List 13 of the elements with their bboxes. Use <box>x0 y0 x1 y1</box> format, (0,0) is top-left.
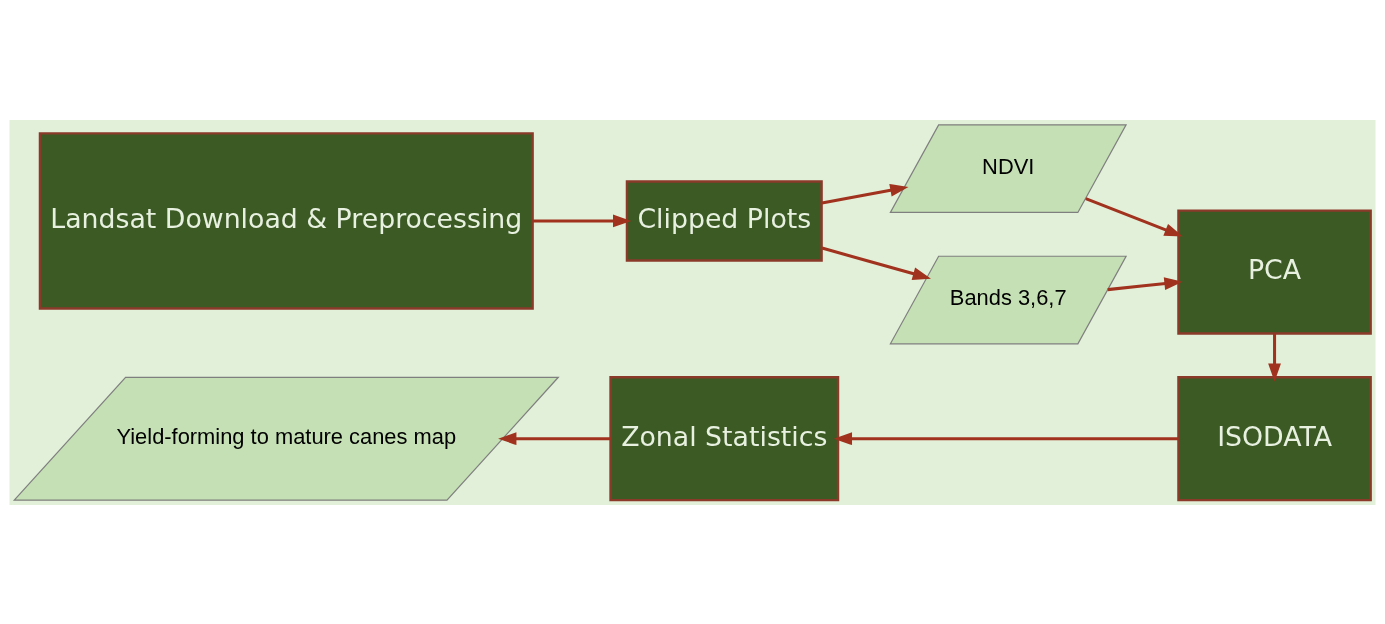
node-box: Zonal Statistics <box>609 375 840 501</box>
arrow <box>1107 276 1183 291</box>
arrow <box>532 214 632 227</box>
arrow <box>1268 333 1281 382</box>
arrow <box>498 431 611 445</box>
arrow <box>821 183 909 205</box>
node-box: PCA <box>1177 208 1372 335</box>
arrow <box>833 431 1179 445</box>
node-box: Clipped Plots <box>625 179 823 262</box>
node-box: ISODATA <box>1177 375 1372 501</box>
arrow <box>1085 196 1183 237</box>
arrow <box>821 246 931 280</box>
node-box: Landsat Download & Preprocessing <box>38 131 534 310</box>
